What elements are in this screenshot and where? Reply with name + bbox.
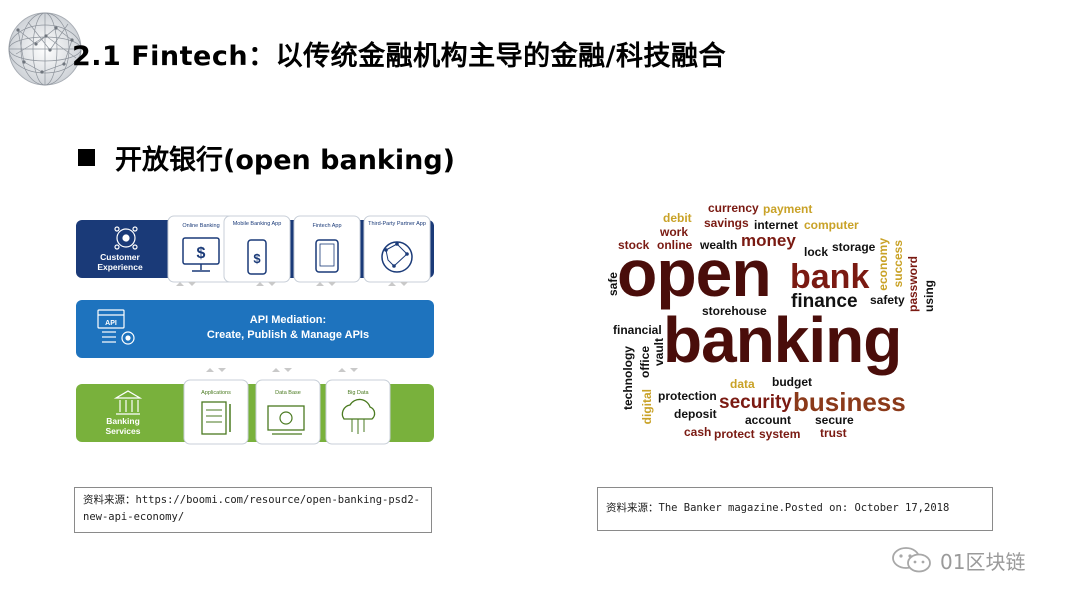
word: internet (754, 218, 799, 232)
api-icon-text: API (105, 320, 117, 327)
word: data (730, 377, 755, 391)
bank-label-1: Banking (106, 416, 140, 426)
svg-text:Data Base: Data Base (275, 390, 301, 396)
customer-network-icon (114, 226, 138, 250)
customer-label-2: Experience (97, 262, 143, 272)
word: online (657, 238, 693, 252)
bullet-text: 开放银行(open banking) (115, 145, 456, 176)
word: using (922, 280, 936, 312)
bank-label-2: Services (106, 426, 141, 436)
word: trust (820, 426, 847, 440)
word: work (660, 225, 689, 239)
word: deposit (674, 407, 717, 421)
watermark-text: 01区块链 (940, 549, 1026, 574)
channel-online-banking: Online Banking $ (167, 215, 235, 283)
slide-title: 2.1 Fintech：以传统金融机构主导的金融/科技融合 (72, 41, 726, 72)
wechat-watermark: 01区块链 (890, 545, 1025, 575)
svg-text:Applications: Applications (201, 390, 231, 396)
globe-network-icon (8, 12, 82, 86)
word: banking (663, 304, 902, 376)
api-mediation-band (76, 300, 434, 358)
word: bank (790, 258, 870, 296)
word: security (719, 392, 792, 413)
arrows-top (176, 282, 408, 286)
word: business (793, 387, 906, 417)
api-title: API Mediation: (250, 314, 326, 326)
word: cash (684, 425, 712, 439)
svg-text:$: $ (197, 245, 206, 262)
word: wealth (700, 238, 738, 252)
svg-text:Third-Party Partner App: Third-Party Partner App (368, 221, 426, 227)
word: storage (832, 240, 876, 254)
word: savings (704, 216, 749, 230)
api-subtitle: Create, Publish & Manage APIs (207, 329, 369, 341)
bullet-square-icon (78, 149, 95, 166)
svg-text:Fintech App: Fintech App (312, 223, 341, 229)
source-citation-right: 资料来源：The Banker magazine.Posted on: Octo… (597, 487, 993, 531)
channel-mobile-banking: Mobile Banking App $ (223, 215, 291, 283)
svg-text:Mobile Banking App: Mobile Banking App (233, 221, 282, 227)
word: technology (621, 346, 635, 411)
word: money (741, 231, 796, 250)
wechat-icon (892, 547, 931, 573)
open-banking-diagram: Customer Experience Online Banking $ Mob… (76, 215, 434, 445)
word: protect (714, 427, 755, 441)
word: financial (613, 323, 662, 337)
service-big-data: Big Data (325, 379, 391, 445)
svg-text:Online Banking: Online Banking (182, 223, 219, 229)
api-gear-icon (97, 309, 135, 345)
word: system (759, 427, 801, 441)
service-applications: Applications (183, 379, 249, 445)
word: open (617, 236, 772, 310)
word: storehouse (702, 304, 767, 318)
channel-fintech-app: Fintech App (293, 215, 361, 283)
word: stock (618, 238, 650, 252)
word: budget (772, 375, 812, 389)
word: lock (804, 245, 829, 259)
customer-label-1: Customer (100, 252, 140, 262)
word: computer (804, 218, 859, 232)
word: payment (763, 202, 813, 216)
word: office (638, 346, 652, 379)
word: account (745, 413, 792, 427)
open-banking-word-cloud: currency payment debit savings internet … (605, 196, 950, 446)
channel-third-party-app: Third-Party Partner App (363, 215, 431, 283)
word: protection (658, 389, 717, 403)
word: debit (663, 211, 692, 225)
arrows-bottom (206, 368, 358, 372)
word: currency (708, 201, 759, 215)
word: password (906, 256, 920, 313)
word: digital (640, 389, 654, 425)
word: secure (815, 413, 854, 427)
bank-building-icon (113, 390, 143, 415)
bullet-open-banking: 开放银行(open banking) (78, 138, 455, 177)
service-database: Data Base (255, 379, 321, 445)
word: safety (870, 293, 905, 307)
word: economy (876, 238, 890, 291)
svg-text:Big Data: Big Data (347, 390, 369, 396)
word: success (891, 240, 905, 288)
svg-text:$: $ (253, 251, 261, 266)
word: finance (791, 291, 858, 312)
source-citation-left: 资料来源：https://boomi.com/resource/open-ban… (74, 487, 432, 533)
